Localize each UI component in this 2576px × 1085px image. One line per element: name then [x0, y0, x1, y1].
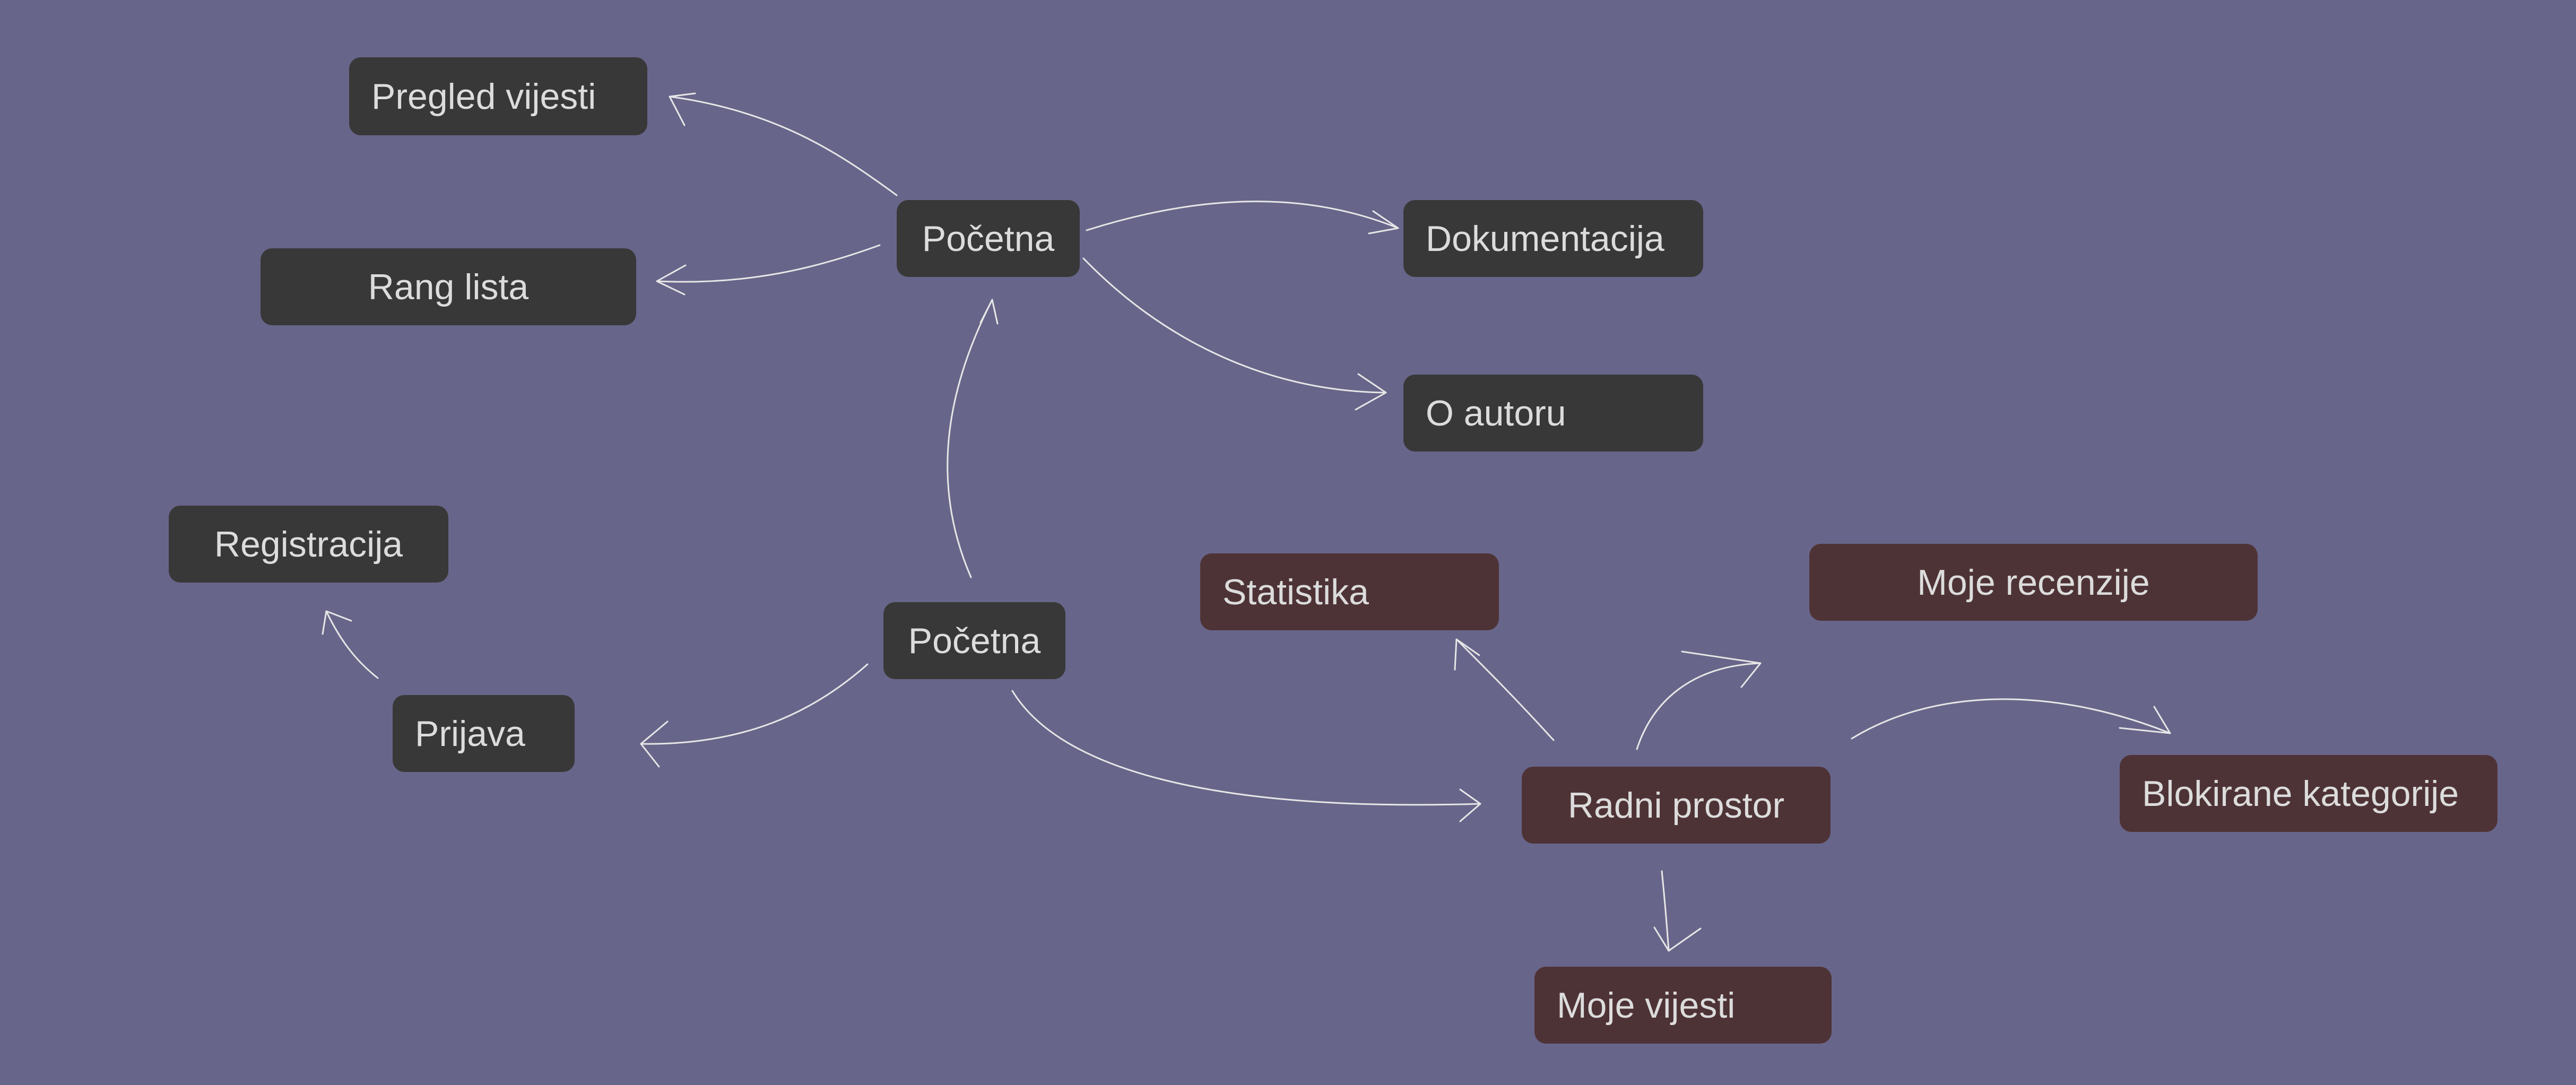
edge-radni-prostor-to-blokirane-kategorije — [1851, 698, 2171, 740]
node-label: Registracija — [214, 524, 403, 565]
node-label: Početna — [908, 620, 1041, 661]
edge-radni-prostor-to-moje-recenzije — [1636, 650, 1762, 750]
node-label: Rang lista — [368, 266, 529, 307]
node-prijava[interactable]: Prijava — [393, 695, 575, 772]
node-dokumentacija[interactable]: Dokumentacija — [1403, 200, 1703, 277]
node-label: Pregled vijesti — [371, 76, 596, 117]
edge-pocetna-root-to-prijava — [640, 663, 869, 768]
node-label: Dokumentacija — [1426, 218, 1664, 259]
edge-pocetna-root-to-radni-prostor — [1011, 690, 1481, 822]
node-moje-recenzije[interactable]: Moje recenzije — [1809, 544, 2258, 621]
node-label: Statistika — [1222, 571, 1369, 612]
node-moje-vijesti[interactable]: Moje vijesti — [1534, 967, 1832, 1044]
edge-pocetna-top-to-rang-lista — [656, 244, 881, 296]
edge-pocetna-top-to-o-autoru — [1082, 257, 1387, 411]
edge-pocetna-top-to-pregled-vijesti — [669, 92, 898, 196]
node-label: Moje vijesti — [1557, 985, 1736, 1026]
node-label: Blokirane kategorije — [2142, 773, 2459, 814]
node-statistika[interactable]: Statistika — [1200, 553, 1499, 630]
node-radni-prostor[interactable]: Radni prostor — [1522, 767, 1831, 844]
edge-pocetna-root-to-pocetna-top — [947, 299, 999, 578]
node-registracija[interactable]: Registracija — [169, 506, 448, 583]
node-pocetna-top[interactable]: Početna — [897, 200, 1080, 277]
node-rang-lista[interactable]: Rang lista — [261, 248, 636, 325]
node-label: Moje recenzije — [1917, 562, 2150, 603]
node-label: Prijava — [415, 713, 525, 754]
edge-radni-prostor-to-statistika — [1454, 638, 1555, 741]
edge-prijava-to-registracija — [322, 610, 379, 679]
node-o-autoru[interactable]: O autoru — [1403, 375, 1703, 452]
node-blokirane-kategorije[interactable]: Blokirane kategorije — [2120, 755, 2497, 832]
node-label: Radni prostor — [1567, 785, 1785, 826]
edge-pocetna-top-to-dokumentacija — [1086, 201, 1399, 235]
edge-radni-prostor-to-moje-vijesti — [1653, 870, 1702, 952]
node-pregled-vijesti[interactable]: Pregled vijesti — [349, 57, 647, 135]
node-pocetna-root[interactable]: Početna — [883, 602, 1065, 679]
node-label: Početna — [922, 218, 1055, 259]
node-label: O autoru — [1426, 393, 1566, 433]
